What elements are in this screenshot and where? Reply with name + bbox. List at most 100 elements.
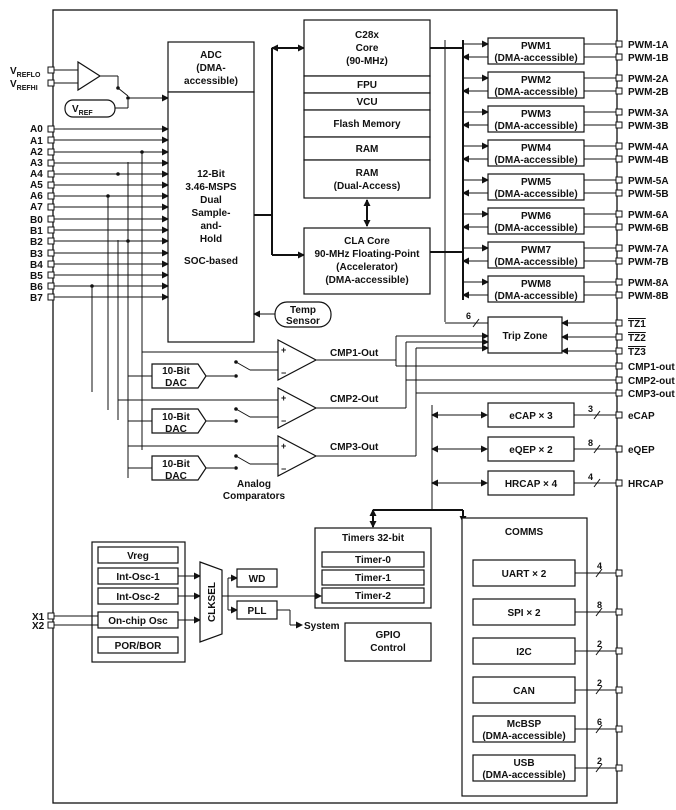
c28x-core [303,19,431,77]
trip-zone-block [487,316,563,354]
pin-analog-5 [47,181,55,189]
pin-analog-1 [47,136,55,144]
cmp1-pin-label: CMP1-out [628,362,675,373]
cla-line-2: 90-MHz Floating-Point [315,249,421,260]
pwm-sub-5: (DMA-accessible) [494,189,577,200]
vref-buffer-amp [77,60,102,92]
pin-analog-2 [47,148,55,156]
pin-pwm-3b [615,121,623,129]
pin-comms-2 [615,647,623,655]
pwm-pin-a-4: PWM-4A [628,142,669,153]
pin-analog-9 [47,226,55,234]
pin-analog-3 [47,159,55,167]
pwm-sub-7: (DMA-accessible) [494,257,577,268]
pin-pwm-7a [615,244,623,252]
pin-comms-5 [615,764,623,772]
x2-pin-label: X2 [32,621,45,632]
pin-analog-8 [47,215,55,223]
pwm-name-6: PWM6 [521,211,551,222]
dac-3-line-2: DAC [165,471,187,482]
flash-block [303,109,431,138]
pin-pwm-3a [615,108,623,116]
adc-body-5: and- [200,221,221,232]
tz3-pin-label: TZ3 [628,347,646,358]
pwm-name-5: PWM5 [521,177,551,188]
pin-x2 [47,621,55,629]
pin-analog-6 [47,192,55,200]
pin-label-b5: B5 [30,271,43,282]
adc-block: ADC (DMA- accessible) 12-Bit 3.46-MSPS D… [167,41,255,343]
timer-1 [321,569,425,586]
comms-label-4-1: McBSP [507,719,542,730]
svg-text:−: − [281,416,286,426]
pwm-pin-a-1: PWM-1A [628,40,669,51]
pwm-pin-a-2: PWM-2A [628,74,669,85]
pwm-sub-8: (DMA-accessible) [494,291,577,302]
gpio-line-2: Control [370,643,406,654]
ram-dual-block [303,159,431,199]
pin-comms-1 [615,608,623,616]
pin-pwm-1b [615,53,623,61]
pin-label-a1: A1 [30,136,43,147]
pin-analog-13 [47,271,55,279]
por-bor-block [97,636,179,654]
cla-core [303,227,431,295]
svg-text:VREF: VREF [72,104,93,117]
pin-vreflo [47,66,55,74]
pwm-name-7: PWM7 [521,245,551,256]
adc-body-1: 12-Bit [197,169,225,180]
pin-label-b0: B0 [30,215,43,226]
comms-label-5-2: (DMA-accessible) [482,770,565,781]
pwm-block-1 [487,37,585,65]
pin-label-b3: B3 [30,249,43,260]
on-chip-osc-label: On-chip Osc [108,616,168,627]
vrefhi-sub: REFHI [17,85,38,92]
capture-pin-2: HRCAP [628,479,664,490]
adc-body-6: Hold [200,234,222,245]
flash-label: Flash Memory [333,119,401,130]
trip-zone-width: 6 [466,311,471,321]
pwm-pin-b-5: PWM-5B [628,189,669,200]
x1-pin-label: X1 [32,612,45,623]
pin-pwm-2a [615,74,623,82]
pwm-name-1: PWM1 [521,41,551,52]
comparator-section: + − 10-Bit DAC + − 10-Bit DAC + − 10-Bit… [117,152,675,502]
pin-pwm-4b [615,155,623,163]
capture-width-2: 4 [588,472,593,482]
pwm-block-4 [487,139,585,167]
comms-width-4: 6 [597,717,602,727]
pwm-sub-4: (DMA-accessible) [494,155,577,166]
vref-inputs: VREFLO VREFHI VREF [10,60,169,118]
vrefhi-label: V [10,79,17,90]
comms-label-0: UART × 2 [502,569,547,580]
comparator-3 [277,435,318,477]
pin-comms-4 [615,725,623,733]
pin-pwm-8a [615,278,623,286]
adc-body-2: 3.46-MSPS [185,182,236,193]
dac-3-line-1: 10-Bit [162,459,190,470]
pin-analog-15 [47,293,55,301]
pin-analog-11 [47,249,55,257]
pin-x1 [47,612,55,620]
pin-label-b2: B2 [30,237,43,248]
dac-1-line-1: 10-Bit [162,366,190,377]
trip-zone-label: Trip Zone [503,331,548,342]
pin-pwm-1a [615,40,623,48]
pwm-group: PWM1(DMA-accessible)PWM-1APWM-1BPWM2(DMA… [444,37,669,322]
c28x-line-1: C28x [355,30,379,41]
comms-item-2 [472,637,576,665]
svg-text:VREFLO: VREFLO [10,66,41,79]
pin-pwm-4a [615,142,623,150]
dac-2-line-2: DAC [165,424,187,435]
por-bor-label: POR/BOR [115,641,162,652]
timers-title: Timers 32-bit [342,533,405,544]
dac-1-line-2: DAC [165,378,187,389]
pwm-sub-3: (DMA-accessible) [494,121,577,132]
tz1-pin-label: TZ1 [628,319,646,330]
wd-label: WD [249,574,266,585]
pwm-block-5 [487,173,585,201]
adc-title-1: ADC [200,50,222,61]
pin-label-a5: A5 [30,180,43,191]
pin-capture-2 [615,479,623,487]
